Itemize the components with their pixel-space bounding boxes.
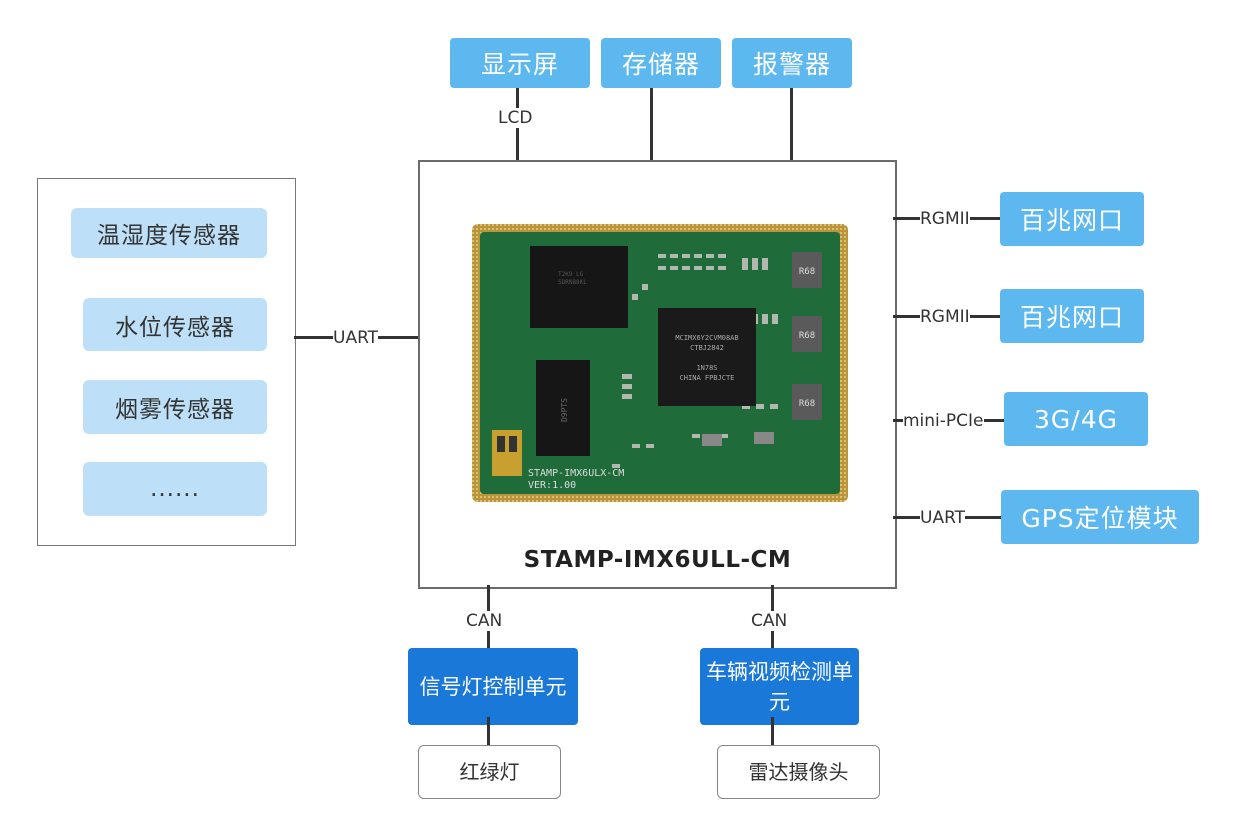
rgmii-2-label: RGMII [920,307,970,327]
sensor-panel: 温湿度传感器 水位传感器 烟雾传感器 ...... [37,178,296,546]
svg-text:T2K9 LG: T2K9 LG [558,271,584,278]
svg-text:CHINA FPBJCTE: CHINA FPBJCTE [680,374,735,382]
radar-camera-wire [771,717,774,746]
can-1-label: CAN [466,611,503,631]
alarm-wire [790,88,793,161]
svg-text:VER:1.00: VER:1.00 [528,480,576,491]
svg-text:MCIMX6Y2CVM08AB: MCIMX6Y2CVM08AB [675,334,738,342]
svg-text:R68: R68 [799,399,815,409]
core-board: T2K9 LG SDRNB8KL MCIMX6Y2CVM08AB CTBJ284… [418,160,897,589]
alarm-box: 报警器 [732,38,852,88]
svg-text:1N78S: 1N78S [696,364,717,372]
vehicle-video-detection-box: 车辆视频检测单元 [700,648,859,725]
svg-text:R68: R68 [799,267,815,277]
water-level-sensor: 水位传感器 [83,298,267,351]
inductor-2 [792,316,822,352]
smoke-sensor: 烟雾传感器 [83,380,267,434]
gps-uart-label: UART [920,508,966,528]
svg-text:CTBJ2842: CTBJ2842 [690,344,724,352]
svg-text:D9PTS: D9PTS [560,398,569,422]
display-screen-box: 显示屏 [450,38,590,88]
traffic-light-box: 红绿灯 [418,745,561,799]
gps-module-box: GPS定位模块 [1001,490,1199,544]
cellular-3g4g-box: 3G/4G [1004,392,1148,446]
traffic-light-wire [487,717,490,746]
inductor-3 [792,384,822,420]
processor-chip [658,308,756,406]
minipcie-label: mini-PCIe [903,411,984,431]
ram-chip [536,360,590,456]
rgmii-1-label: RGMII [920,209,970,229]
temp-humidity-sensor: 温湿度传感器 [71,208,267,258]
storage-wire [650,88,653,161]
svg-text:STAMP-IMX6ULX-CM: STAMP-IMX6ULX-CM [528,468,624,479]
more-sensors: ...... [83,462,267,516]
sensor-uart-label: UART [333,328,379,348]
dip-switch [492,430,522,476]
inductor-1 [792,252,822,288]
radar-camera-box: 雷达摄像头 [717,745,880,799]
signal-light-control-box: 信号灯控制单元 [408,648,578,725]
ethernet-port-1-box: 百兆网口 [1000,192,1144,246]
flash-chip [530,246,628,328]
lcd-interface-label: LCD [498,108,533,128]
core-board-title: STAMP-IMX6ULL-CM [523,547,792,573]
storage-box: 存储器 [601,38,721,88]
core-module-image: T2K9 LG SDRNB8KL MCIMX6Y2CVM08AB CTBJ284… [472,224,848,502]
svg-text:SDRNB8KL: SDRNB8KL [558,279,587,286]
can-2-label: CAN [751,611,788,631]
svg-text:R68: R68 [799,331,815,341]
ethernet-port-2-box: 百兆网口 [1000,289,1144,343]
